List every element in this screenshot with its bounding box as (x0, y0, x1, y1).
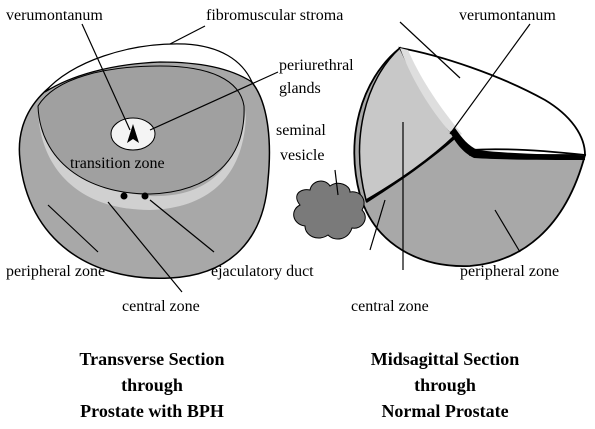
leader-lines (47, 21, 531, 293)
periurethral-strip (400, 48, 462, 138)
labels: verumontanum fibromuscular stroma verumo… (6, 7, 559, 315)
label-peripheral-zone-left: peripheral zone (6, 263, 105, 280)
label-ejaculatory-duct: ejaculatory duct (211, 263, 314, 280)
ejaculatory-duct-line-right (365, 135, 456, 204)
label-seminal-2: vesicle (280, 147, 324, 164)
label-transition-zone: transition zone (70, 155, 165, 172)
transverse-section (18, 43, 271, 279)
ejaculatory-duct-dot-2 (141, 192, 149, 200)
captions: Transverse Section through Prostate with… (79, 349, 519, 421)
label-peripheral-zone-right: peripheral zone (460, 263, 559, 280)
ejaculatory-duct-dot-1 (120, 192, 128, 200)
midsagittal-section (293, 46, 587, 267)
caption-left-line-3: Prostate with BPH (80, 401, 224, 421)
label-seminal-1: seminal (276, 122, 326, 139)
label-verumontanum-left: verumontanum (6, 7, 103, 24)
caption-right-line-1: Midsagittal Section (371, 349, 520, 369)
caption-left-line-2: through (121, 375, 183, 395)
label-periurethral-2: glands (279, 80, 321, 97)
central-band-left (38, 110, 246, 210)
caption-right-line-3: Normal Prostate (381, 401, 508, 421)
label-verumontanum-right: verumontanum (459, 7, 556, 24)
stroma-cap-left (44, 43, 254, 93)
seminal-vesicle-shape (293, 180, 366, 240)
urethra-band-right (450, 128, 585, 160)
label-central-zone-left: central zone (122, 298, 200, 315)
label-fibromuscular-stroma: fibromuscular stroma (206, 7, 343, 24)
label-central-zone-right: central zone (351, 298, 429, 315)
caption-left-line-1: Transverse Section (79, 349, 224, 369)
label-periurethral-1: periurethral (279, 57, 354, 74)
caption-right-line-2: through (414, 375, 476, 395)
verumontanum-marker (127, 124, 139, 143)
